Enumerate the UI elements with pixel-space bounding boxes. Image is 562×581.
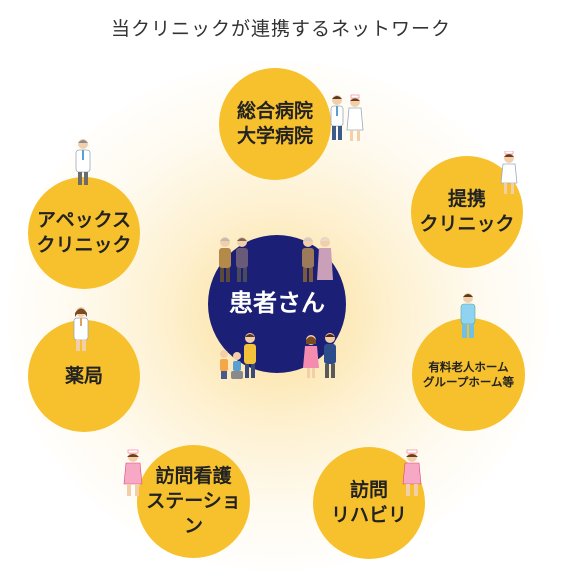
- node-label-line: 大学病院: [236, 125, 313, 147]
- page-title: 当クリニックが連携するネットワーク: [110, 18, 451, 40]
- caregiver-icon: [460, 293, 476, 338]
- node-label-line: 薬局: [64, 364, 103, 387]
- node-label-line: 訪問看護: [155, 465, 232, 488]
- patient-family-icon: [220, 333, 256, 379]
- node-label-line: クリニック: [419, 213, 515, 235]
- nurse-icon: [500, 151, 518, 194]
- node-label-line: 有料老人ホーム: [428, 359, 509, 374]
- node-label-line: リハビリ: [330, 504, 407, 526]
- patient-family-icon: [303, 333, 336, 378]
- center-label: 患者さん: [229, 288, 325, 317]
- therapist-icon: [402, 449, 422, 496]
- node-label-line: ステーション: [146, 490, 241, 537]
- node-home-rehabilitation: 訪問 リハビリ: [313, 447, 425, 559]
- node-label-line: 総合病院: [236, 100, 313, 123]
- node-nursing-home: 有料老人ホーム グループホーム等: [412, 318, 525, 431]
- node-visiting-nurse-station: 訪問看護 ステーション: [137, 445, 250, 558]
- node-label-line: 訪問: [349, 479, 388, 502]
- node-apex-clinic: アペックス クリニック: [28, 177, 140, 289]
- patient-family-icon: [302, 237, 333, 282]
- doctor-and-nurse-icon: [330, 94, 364, 141]
- pharmacist-icon: [73, 307, 89, 351]
- node-general-university-hospital: 総合病院 大学病院: [219, 68, 331, 180]
- visiting-nurse-icon: [123, 449, 143, 496]
- doctor-icon: [75, 139, 91, 185]
- node-pharmacy: 薬局: [28, 320, 140, 432]
- patient-family-icon: [219, 237, 248, 282]
- node-label-line: アペックス: [36, 209, 132, 232]
- node-label-line: クリニック: [36, 234, 132, 256]
- node-label-line: 提携: [447, 188, 486, 211]
- node-label-line: グループホーム等: [423, 374, 514, 389]
